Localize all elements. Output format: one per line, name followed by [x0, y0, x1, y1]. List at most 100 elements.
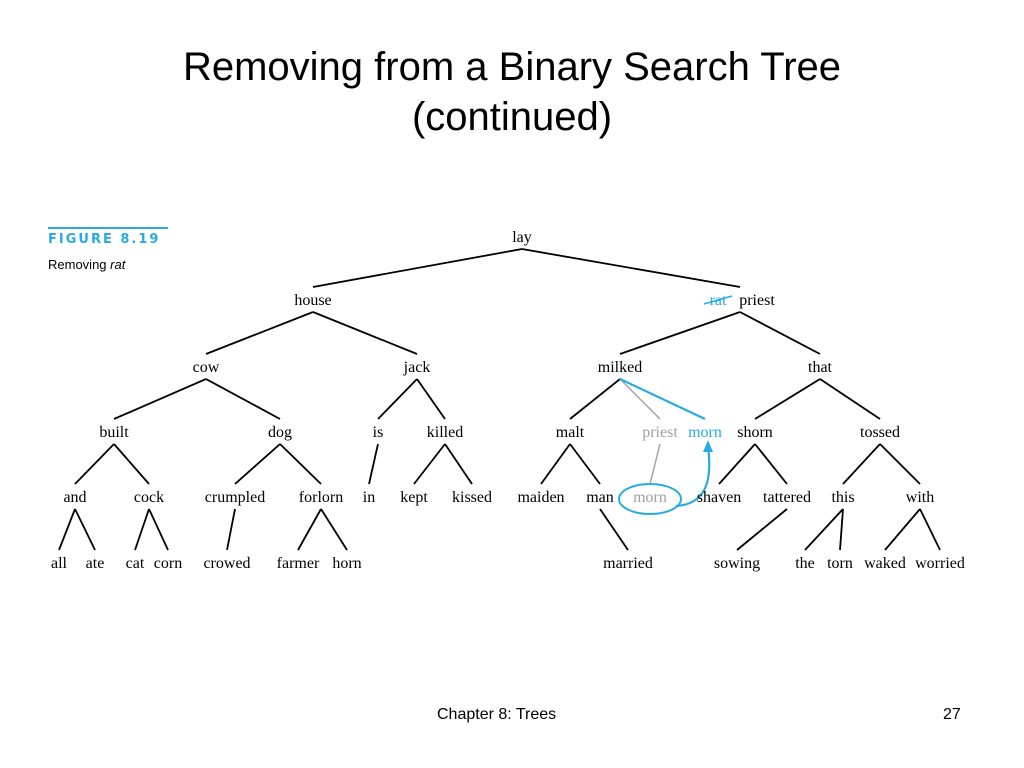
edge-shorn-tattered [754, 443, 788, 485]
footer-chapter: Chapter 8: Trees [437, 706, 557, 723]
node-milked: milked [598, 359, 642, 376]
node-in: in [363, 489, 375, 506]
figure-caption-prefix: Removing [48, 257, 111, 272]
edge-cow-dog [205, 378, 281, 420]
node-horn: horn [332, 555, 361, 572]
edge-cock-cat [134, 508, 150, 551]
edge-killed-kept [413, 443, 446, 485]
edge-built-and [74, 443, 115, 485]
edge-priest-milked [619, 311, 741, 355]
edge-priest_old-morn_old [649, 443, 661, 485]
edge-milked-priest_old [619, 378, 661, 420]
node-farmer: farmer [277, 555, 320, 572]
node-tattered: tattered [763, 489, 811, 506]
node-all: all [51, 555, 68, 572]
node-sowing: sowing [714, 555, 760, 572]
node-torn: torn [827, 555, 853, 572]
node-priest: priest [739, 292, 775, 309]
node-shaven: shaven [697, 489, 741, 506]
edge-lay-priest [521, 248, 741, 288]
edge-crumpled-crowed [226, 508, 236, 551]
node-kissed: kissed [452, 489, 492, 506]
figure-label: FIGURE 8.19 [48, 232, 161, 247]
node-corn: corn [154, 555, 182, 572]
edge-this-the [804, 508, 844, 551]
node-killed: killed [427, 424, 463, 441]
node-dog: dog [268, 424, 292, 441]
slide-title: Removing from a Binary Search Tree (cont… [0, 42, 1024, 142]
node-morn_new: morn [688, 424, 722, 441]
moved-node-highlight [618, 483, 682, 515]
node-morn_old: morn [633, 489, 667, 506]
edge-tossed-this [842, 443, 881, 485]
edge-with-worried [919, 508, 941, 551]
edge-jack-is [377, 378, 418, 420]
edge-house-jack [312, 311, 418, 355]
node-forlorn: forlorn [299, 489, 343, 506]
node-and: and [63, 489, 86, 506]
node-that: that [808, 359, 833, 376]
edge-malt-maiden [540, 443, 571, 485]
node-kept: kept [400, 489, 428, 506]
edge-tattered-sowing [736, 508, 788, 551]
edge-shorn-shaven [718, 443, 756, 485]
slide-title-line1: Removing from a Binary Search Tree [182, 45, 842, 89]
node-crowed: crowed [203, 555, 250, 572]
node-married: married [603, 555, 653, 572]
node-house: house [294, 292, 331, 309]
edge-house-cow [205, 311, 314, 355]
edge-cow-built [113, 378, 207, 420]
node-lay: lay [512, 229, 532, 246]
tree-nodes: lay house rat priest cow jack milked that built d… [51, 229, 965, 572]
edge-forlorn-horn [320, 508, 348, 551]
edge-killed-kissed [444, 443, 473, 485]
node-cock: cock [134, 489, 164, 506]
figure-rule [48, 227, 168, 229]
edge-dog-crumpled [234, 443, 281, 485]
edge-cock-corn [148, 508, 169, 551]
edge-and-all [58, 508, 76, 551]
node-maiden: maiden [517, 489, 564, 506]
node-shorn: shorn [737, 424, 773, 441]
figure-caption-word: rat [110, 257, 126, 272]
node-ate: ate [86, 555, 105, 572]
node-built: built [99, 424, 129, 441]
node-with: with [906, 489, 934, 506]
edge-jack-killed [416, 378, 446, 420]
node-cat: cat [126, 555, 145, 572]
node-the: the [795, 555, 815, 572]
edge-with-waked [884, 508, 921, 551]
edge-milked-morn_new [619, 378, 706, 420]
node-worried: worried [915, 555, 965, 572]
edge-built-cock [113, 443, 150, 485]
node-man: man [586, 489, 614, 506]
node-crumpled: crumpled [205, 489, 265, 506]
move-arrow-head [703, 440, 713, 452]
move-arrow [675, 445, 711, 508]
edge-forlorn-farmer [297, 508, 322, 551]
node-malt: malt [556, 424, 585, 441]
edge-tossed-with [879, 443, 921, 485]
edge-is-in [368, 443, 379, 485]
strike-through-rat [703, 295, 733, 305]
edge-lay-house [312, 248, 523, 288]
node-this: this [831, 489, 854, 506]
tree-annotations [618, 440, 713, 515]
node-tossed: tossed [860, 424, 900, 441]
slide-title-line2: (continued) [411, 95, 613, 139]
node-priest_old: priest [642, 424, 678, 441]
footer-page-number: 27 [943, 706, 961, 723]
edge-milked-malt [569, 378, 621, 420]
node-waked: waked [864, 555, 906, 572]
edge-man-married [599, 508, 629, 551]
node-cow: cow [193, 359, 220, 376]
node-is: is [373, 424, 384, 441]
edge-priest-that [739, 311, 821, 355]
edge-and-ate [74, 508, 96, 551]
node-jack: jack [403, 359, 431, 376]
edge-malt-man [569, 443, 601, 485]
edge-dog-forlorn [279, 443, 322, 485]
tree-edges [58, 248, 941, 551]
figure-caption: Removing rat [48, 257, 125, 272]
